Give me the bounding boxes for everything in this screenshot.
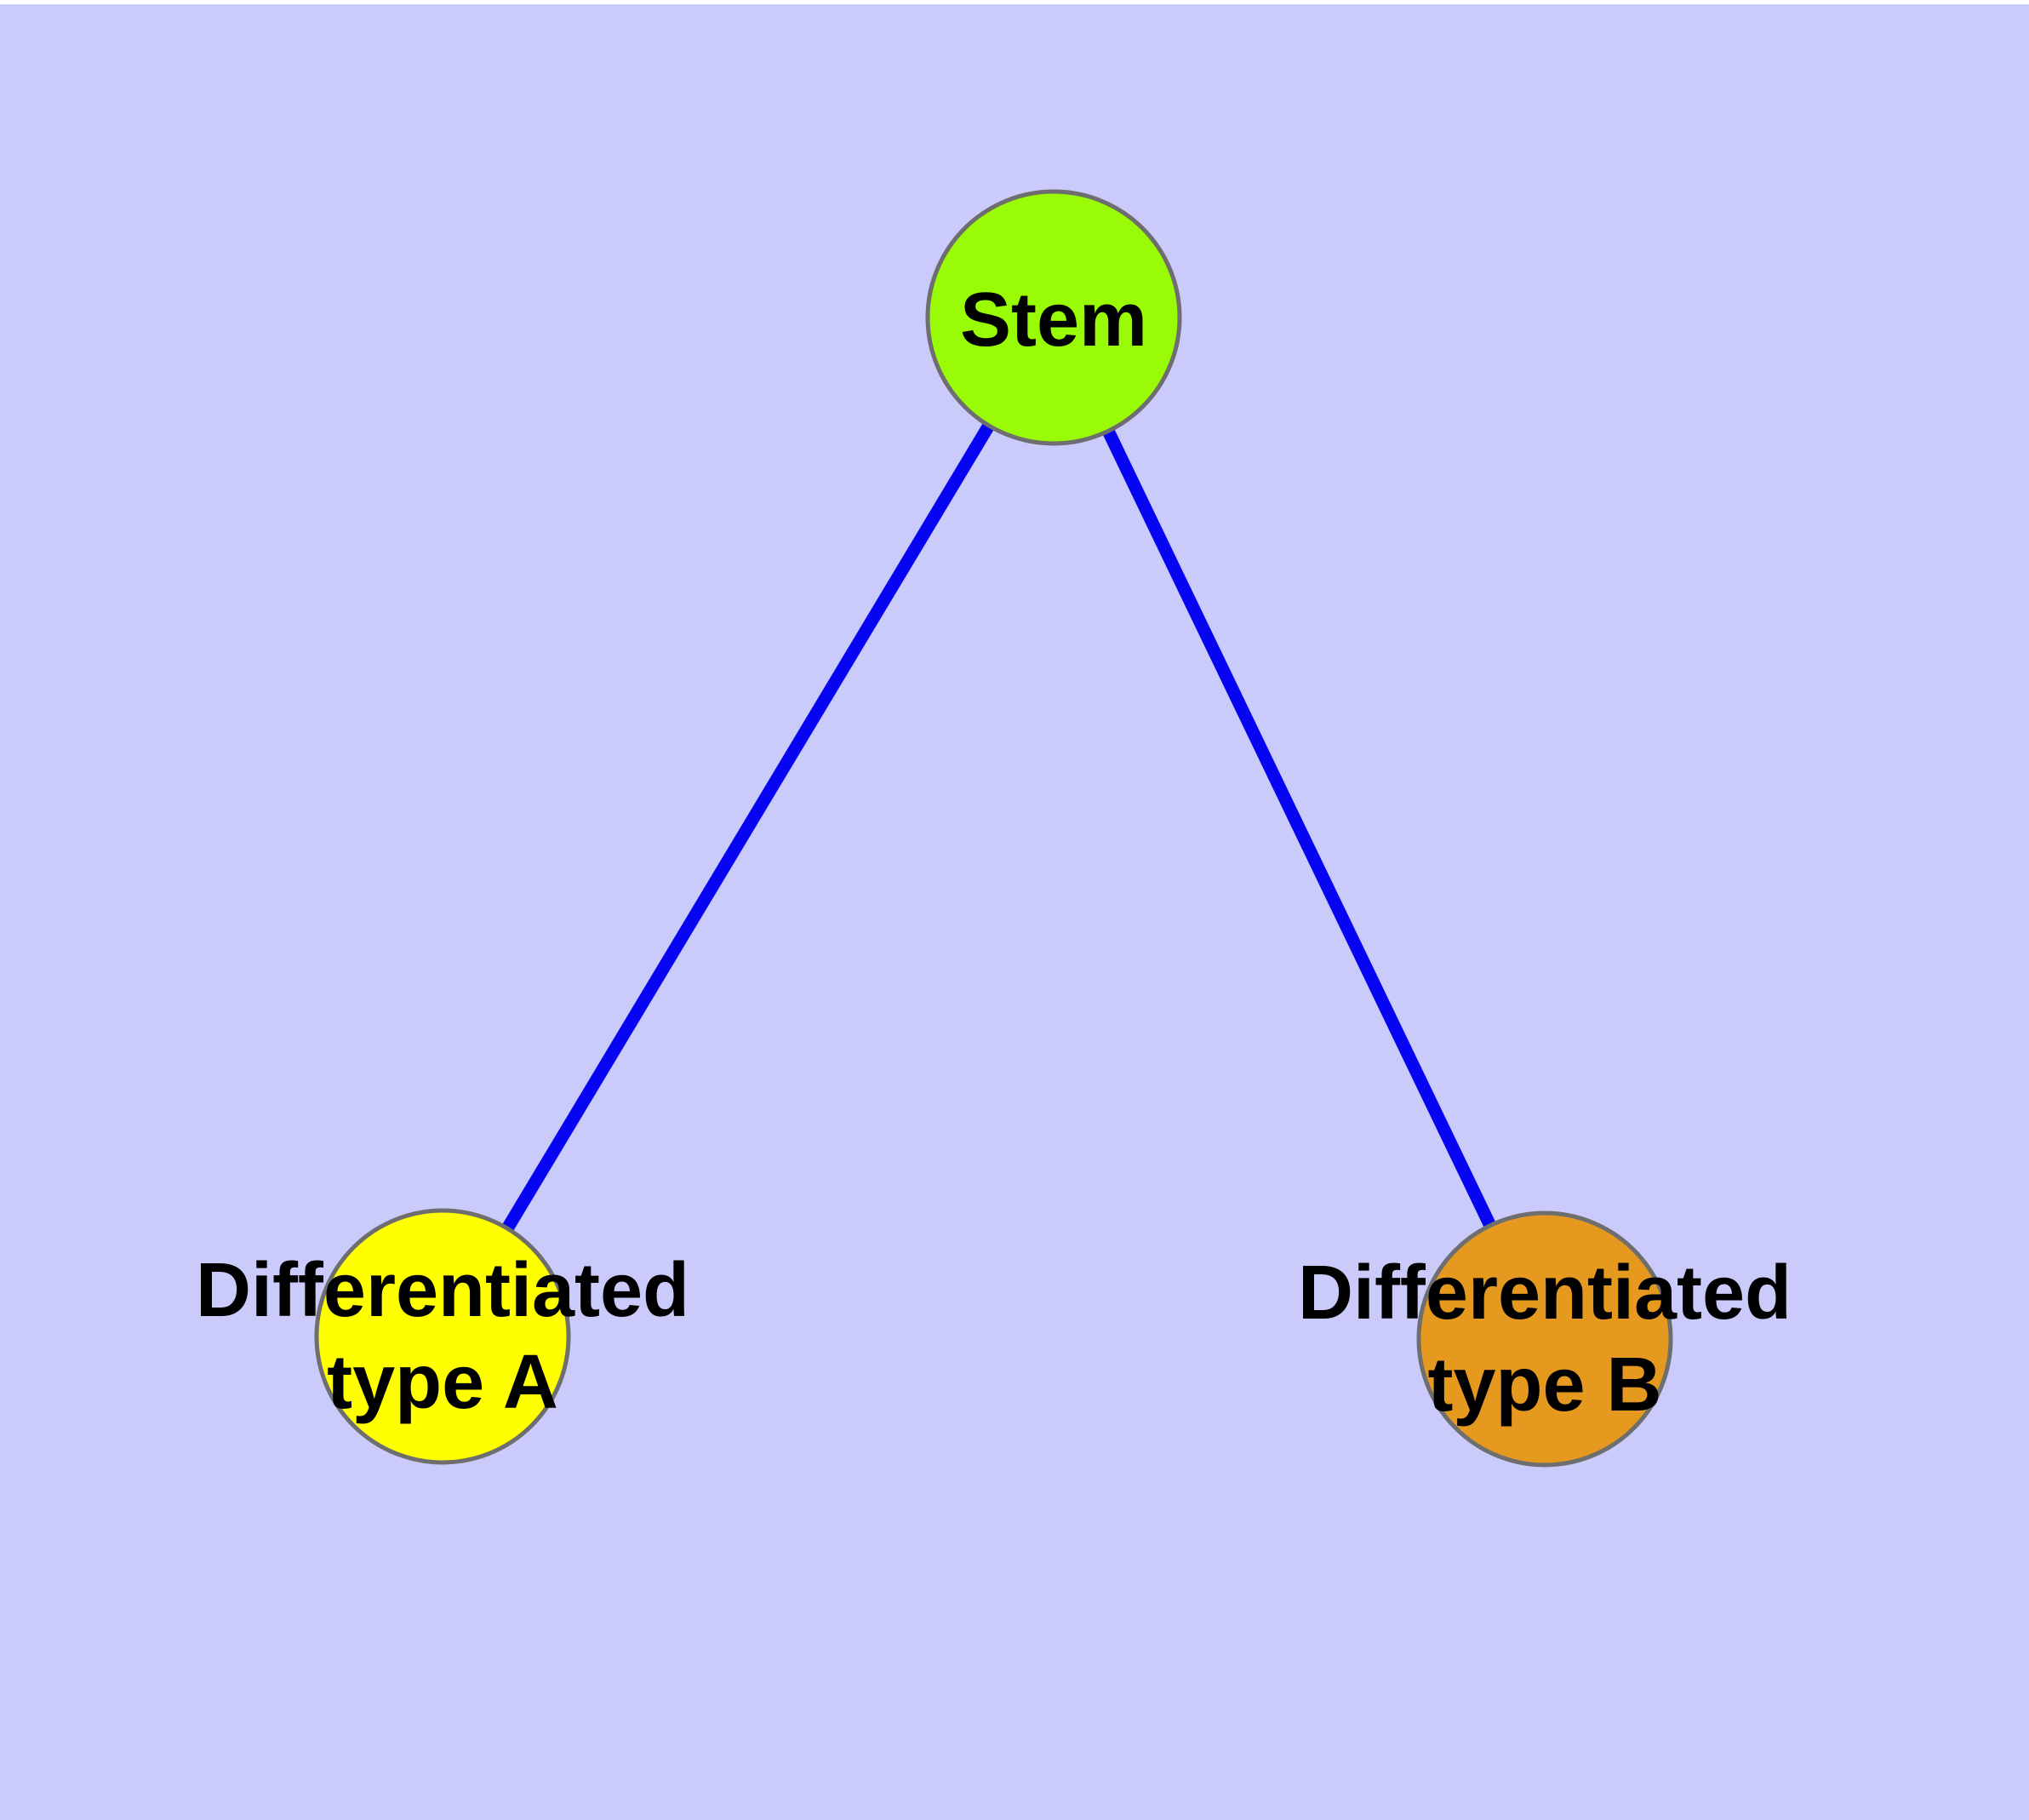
node-type-b-label-line2: type B (1427, 1342, 1661, 1428)
edge-stem-to-type-a (437, 314, 1060, 1340)
node-stem (925, 189, 1182, 446)
node-type-a (314, 1208, 571, 1465)
node-type-a-label-line1: Differentiated (196, 1248, 689, 1333)
node-stem-label: Stem (960, 278, 1147, 363)
node-type-b-label-line1: Differentiated (1298, 1251, 1792, 1336)
top-margin-strip (0, 0, 2029, 4)
node-type-a-label-line2: type A (327, 1340, 558, 1425)
edge-stem-to-type-b (1048, 314, 1551, 1342)
node-type-b (1416, 1210, 1673, 1468)
